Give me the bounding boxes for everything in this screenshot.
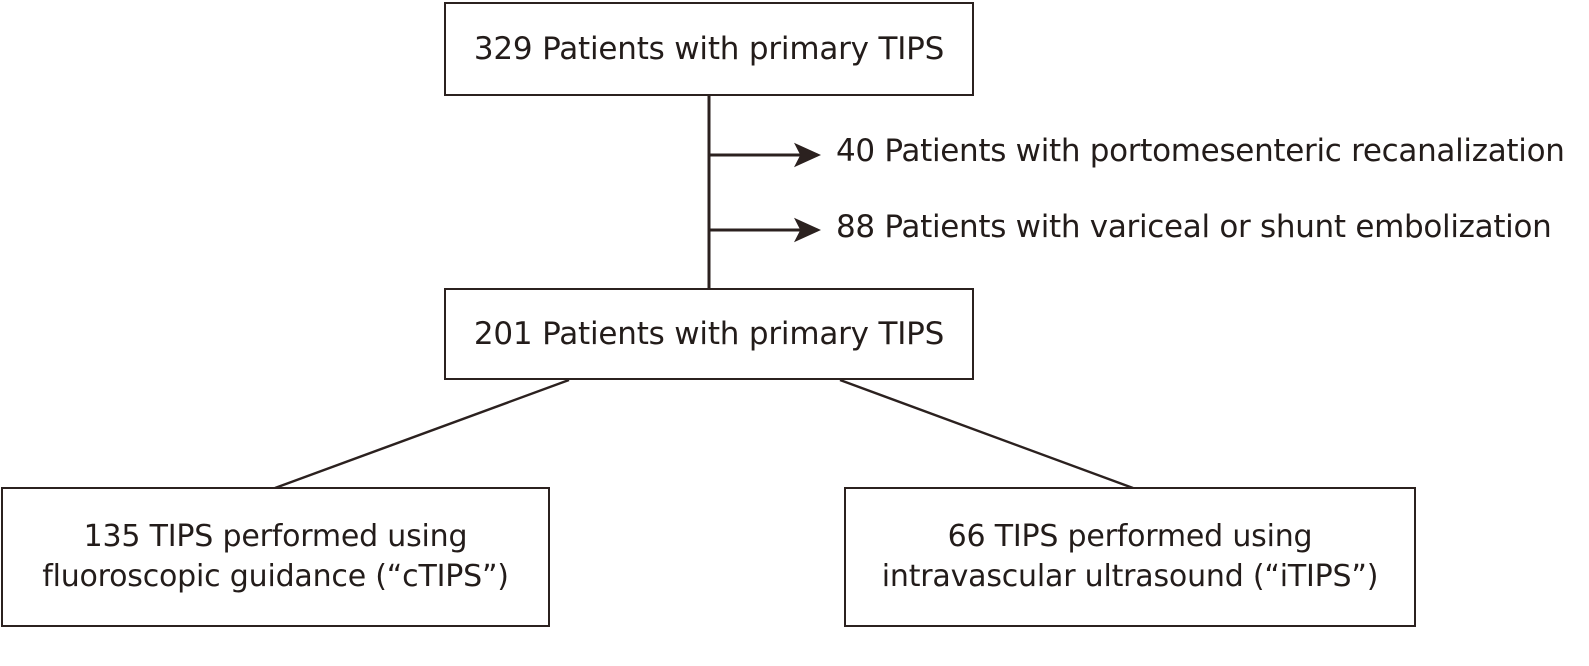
node-included-patients[interactable]: 201 Patients with primary TIPS — [444, 288, 974, 380]
node-total-patients-label: 329 Patients with primary TIPS — [473, 30, 945, 67]
node-itips-group[interactable]: 66 TIPS performed using intravascular ul… — [844, 487, 1416, 627]
node-ctips-group-label: 135 TIPS performed using fluoroscopic gu… — [42, 519, 509, 594]
node-itips-group-label: 66 TIPS performed using intravascular ul… — [881, 519, 1379, 594]
exclusion-label-portomesenteric-recanalization: 40 Patients with portomesenteric recanal… — [836, 133, 1565, 169]
connector-middle-to-left — [274, 378, 570, 490]
node-included-patients-label: 201 Patients with primary TIPS — [473, 315, 945, 352]
connector-middle-to-right — [839, 378, 1134, 490]
node-ctips-group[interactable]: 135 TIPS performed using fluoroscopic gu… — [1, 487, 550, 627]
node-total-patients[interactable]: 329 Patients with primary TIPS — [444, 2, 974, 96]
exclusion-label-variceal-or-shunt-embolization: 88 Patients with variceal or shunt embol… — [836, 209, 1552, 245]
